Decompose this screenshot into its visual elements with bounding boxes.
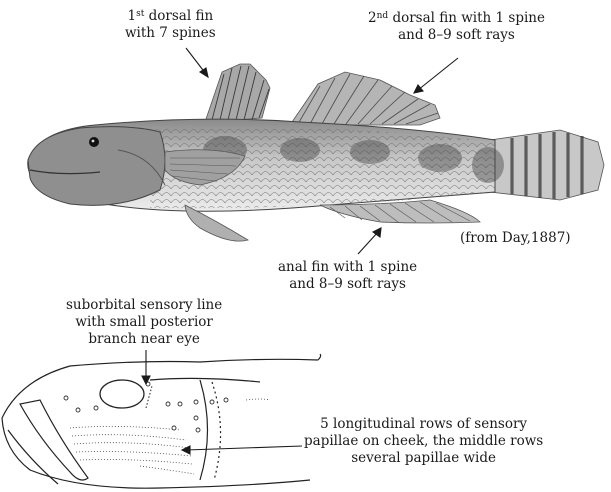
lower-jaw <box>8 430 58 484</box>
papillae-rows <box>70 426 194 474</box>
source-credit: (from Day,1887) <box>460 230 571 247</box>
eye-outline <box>100 380 144 408</box>
anal-fin-label: anal fin with 1 spine and 8–9 soft rays <box>278 259 417 293</box>
suborbital-line-label: suborbital sensory line with small poste… <box>66 297 222 348</box>
first-dorsal-fin-label: 1st dorsal fin with 7 spines <box>125 8 216 42</box>
head-outline <box>2 359 318 418</box>
second-dorsal-fin-label: 2nd dorsal fin with 1 spine and 8–9 soft… <box>368 10 545 44</box>
operculum <box>200 380 208 480</box>
papillae-rows-label: 5 longitudinal rows of sensory papillae … <box>304 416 543 467</box>
